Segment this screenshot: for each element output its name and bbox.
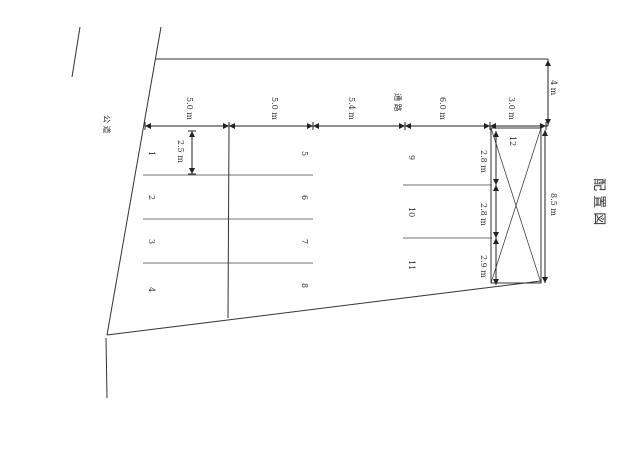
space-number-6: 6 [300,195,309,200]
passage-label: 通 路 [393,93,403,112]
drawing-title: 配 置 図 [591,178,606,225]
space-number-12: 12 [508,136,517,146]
space-number-3: 3 [147,239,156,244]
dim-label-space-depth: 2.5 m [176,140,185,163]
space-number-5: 5 [300,151,309,156]
margin-mark-bottom [105,337,108,399]
dim-label-w3: 5.4 m [347,97,356,120]
margin-mark-top [71,26,81,78]
space-number-4: 4 [147,287,156,292]
public-road-edge [106,26,162,336]
dim-label-s9: 2.8 m [479,150,488,173]
dim-label-w4: 6.0 m [438,97,447,120]
space-depth-dimension [188,130,196,175]
top-gap-dimension [545,60,551,125]
lot-boundary-bottom [106,280,542,336]
space-number-10: 10 [407,207,416,217]
space-number-11: 11 [407,260,416,270]
space-number-9: 9 [407,155,416,160]
public-road-label: 公 道 [102,115,112,134]
dim-label-w1: 5.0 m [185,97,194,120]
space-number-8: 8 [300,283,309,288]
right-column-dimensions [493,131,499,285]
dim-label-s11: 2.9 m [479,255,488,278]
space-12-box [490,127,542,284]
dim-label-right-length: 8.5 m [549,193,558,216]
space-number-1: 1 [147,151,156,156]
dimension-ticks [144,122,547,130]
dim-label-s10: 2.8 m [479,203,488,226]
parking-divider [227,129,230,319]
dim-label-top-gap: 4 m [549,80,558,96]
space-number-2: 2 [147,195,156,200]
dim-label-w2: 5.0 m [270,97,279,120]
space-number-7: 7 [300,239,309,244]
space-12-cross-b [490,127,542,284]
right-length-dimension [542,130,548,283]
dim-label-w5: 3.0 m [507,97,516,120]
